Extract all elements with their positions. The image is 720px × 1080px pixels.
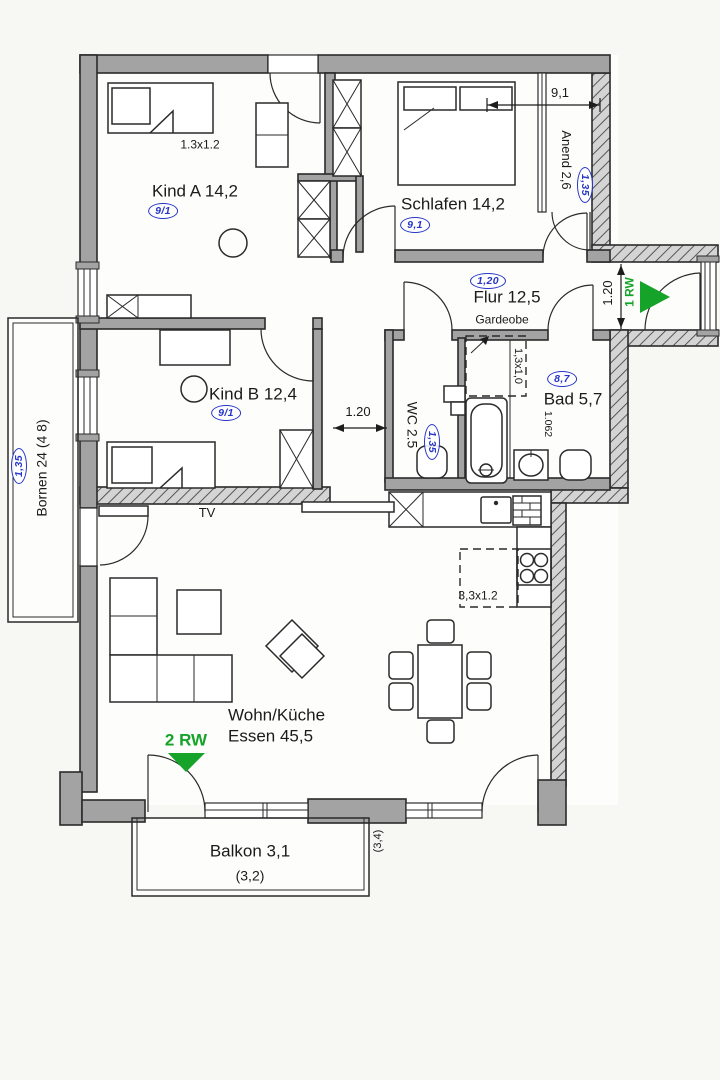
doors (98, 72, 701, 813)
bad-fixture-dim: 1.062 (541, 410, 554, 438)
dimension-lines (333, 98, 625, 432)
windows (75, 72, 720, 819)
room-badge-anend: 1,35 (577, 166, 593, 204)
solid-walls (59, 54, 611, 826)
garderobe-dim: 1,3x1,0 (512, 347, 525, 385)
kitchen-island-dim: 3,3x1.2 (458, 588, 498, 603)
room-badge-kind-a: 9/1 (148, 203, 178, 219)
balkon-sub-dim: (3,2) (235, 867, 265, 884)
room-label-bad: Bad 5,7 (543, 389, 603, 409)
bed-dim-kind-a: 1.3x1.2 (180, 137, 220, 152)
escape-route-balcony-label: 2 RW (164, 730, 208, 750)
hatched-walls (79, 72, 719, 787)
dim-entry: 1.20 (599, 280, 615, 306)
room-badge-flur: 1,20 (469, 273, 507, 289)
room-label-kind-b: Kind B 12,4 (209, 384, 297, 404)
room-label-wohn-line1: Wohn/Küche (228, 705, 326, 725)
room-label-wohn-line2: Essen 45,5 (228, 726, 314, 746)
room-badge-schlafen: 9,1 (400, 217, 430, 233)
room-label-bornen: Bornen 24 (4 8) (33, 419, 50, 517)
room-badge-kind-b: 9/1 (211, 405, 241, 421)
room-label-balkon: Balkon 3,1 (209, 841, 291, 861)
room-label-schlafen: Schlafen 14,2 (401, 194, 505, 214)
escape-arrow-balcony-icon (168, 753, 205, 772)
furniture (106, 79, 592, 744)
escape-arrow-entry-icon (640, 281, 670, 313)
escape-route-entry-label: 1 RW (622, 277, 637, 307)
dim-corridor: 1.20 (345, 403, 371, 419)
escape-route-arrows (168, 281, 670, 772)
room-badge-bornen: 1,35 (11, 447, 27, 485)
room-label-wc: WC 2.5 (404, 401, 421, 449)
room-label-flur: Flur 12,5 (473, 287, 541, 307)
balkon-side-dim: (3,4) (371, 829, 384, 853)
dim-top-right: 9,1 (550, 84, 570, 100)
room-badge-wc: 1,35 (424, 423, 440, 461)
room-label-kind-a: Kind A 14,2 (151, 181, 239, 201)
tv-label: TV (198, 504, 216, 520)
garderobe-label: Gardeobe (475, 312, 529, 327)
room-label-anend: Anend 2,6 (559, 130, 575, 190)
room-badge-bad: 8,7 (547, 371, 577, 387)
